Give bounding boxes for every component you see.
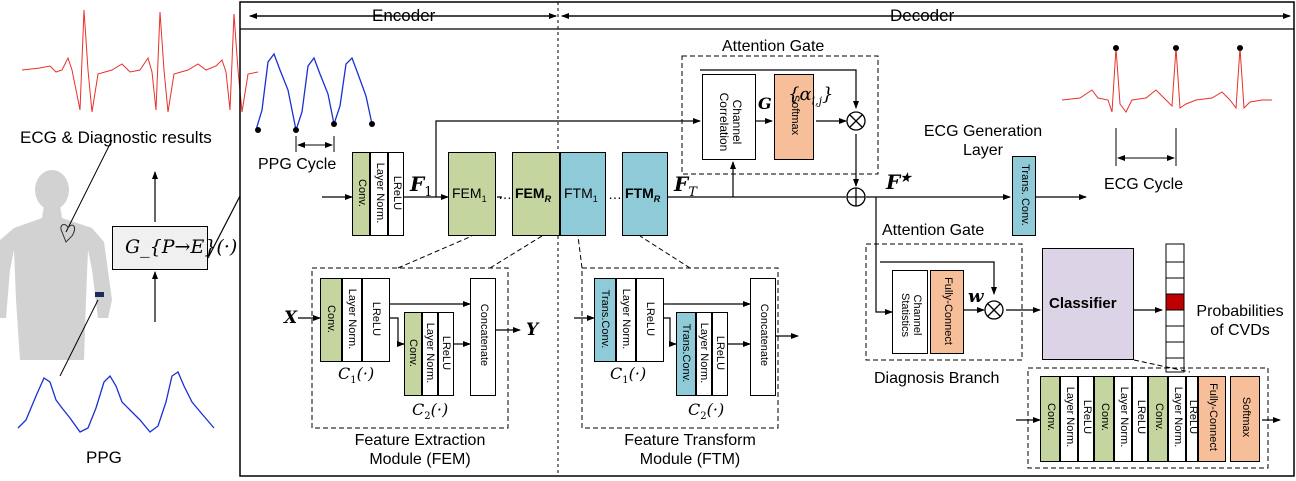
clf-layernorm-3: Layer Norm. bbox=[1168, 376, 1186, 462]
fem-c2-lrelu: LReLU bbox=[438, 312, 454, 396]
encoder-header: Encoder bbox=[372, 6, 436, 25]
g-transform-label: G_{P→E}(·) bbox=[125, 236, 238, 258]
fem-c1-layernorm: Layer Norm. bbox=[342, 278, 362, 362]
channel-statistics-block: Channel Statistics bbox=[892, 270, 928, 354]
fem-concatenate: Concatenate bbox=[470, 278, 496, 396]
ppg-waveform-encoder bbox=[255, 52, 373, 133]
attention-gate-bottom-label: Attention Gate bbox=[882, 222, 985, 239]
ecg-results-label: ECG & Diagnostic results bbox=[20, 128, 212, 147]
encoder-layernorm-label: Layer Norm. bbox=[374, 162, 386, 224]
encoder-layernorm-block: Layer Norm. bbox=[370, 152, 388, 236]
ppg-cycle-label: PPG Cycle bbox=[258, 156, 337, 173]
ftm-title-line2: Module (FTM) bbox=[639, 451, 741, 468]
clf-conv-2: Conv. bbox=[1094, 376, 1114, 462]
ecg-gen-layer-label: ECG Generation Layer bbox=[923, 123, 1043, 159]
clf-fully-connect: Fully-Connect bbox=[1198, 376, 1226, 462]
decoder-header: Decoder bbox=[890, 6, 955, 25]
fem-c2-layernorm: Layer Norm. bbox=[422, 312, 438, 396]
w-label: w bbox=[968, 286, 984, 307]
fem-c1-label: C1(·) bbox=[338, 364, 375, 387]
clf-lrelu-2: LReLU bbox=[1132, 376, 1148, 462]
ppg-waveform-left bbox=[17, 371, 215, 433]
g-transform-box: G_{P→E}(·) bbox=[112, 226, 237, 270]
channel-correlation-block: Channel Correlation bbox=[702, 74, 756, 160]
ftm-c2-transconv: Trans.Conv. bbox=[676, 312, 696, 396]
ftm-c1-label: C1(·) bbox=[610, 364, 647, 387]
ftm-concatenate: Concatenate bbox=[750, 278, 776, 396]
encoder-lrelu-label: LReLU bbox=[391, 175, 403, 211]
channel-statistics-label: Channel Statistics bbox=[899, 292, 923, 337]
fem-c1-lrelu: LReLU bbox=[362, 278, 390, 362]
fstar-label: F★ bbox=[886, 170, 911, 194]
encoder-conv-label: Conv. bbox=[356, 179, 368, 207]
f1-label: F1 bbox=[410, 172, 433, 200]
prob-highlight bbox=[1165, 293, 1185, 311]
fully-connect-label: Fully-Connect bbox=[942, 277, 954, 345]
fem-c2-label: C2(·) bbox=[412, 400, 449, 423]
ppg-label: PPG bbox=[86, 448, 122, 467]
g-label: G bbox=[758, 94, 772, 113]
ecg-waveform-decoder bbox=[1061, 47, 1272, 113]
ftm-dots: … bbox=[608, 186, 622, 202]
fem-dots: … bbox=[498, 186, 512, 202]
fem-c2-conv: Conv. bbox=[404, 312, 422, 396]
ftm-c2-label: C2(·) bbox=[688, 400, 725, 423]
alpha-label: {αi,j} bbox=[788, 84, 834, 108]
clf-conv-3: Conv. bbox=[1148, 376, 1168, 462]
fem-c1-conv: Conv. bbox=[320, 278, 342, 362]
femR-block: FEMR bbox=[512, 152, 560, 236]
encoder-lrelu-block: LReLU bbox=[388, 152, 404, 236]
channel-correlation-label: Channel Correlation bbox=[717, 92, 744, 152]
clf-softmax: Softmax bbox=[1230, 376, 1260, 462]
fem-y-label: Y bbox=[526, 320, 539, 340]
ftm-c1-lrelu: LReLU bbox=[636, 278, 664, 362]
fem-x-label: X bbox=[284, 308, 298, 328]
trans-conv-label: Trans. Conv. bbox=[1019, 164, 1031, 226]
clf-conv-1: Conv. bbox=[1040, 376, 1060, 462]
fem-title-line1: Feature Extraction bbox=[354, 432, 486, 449]
ftm-title-line1: Feature Transform bbox=[624, 432, 756, 449]
attention-gate-top-label: Attention Gate bbox=[722, 38, 825, 55]
diagnosis-branch-label: Diagnosis Branch bbox=[874, 370, 1000, 387]
encoder-conv-block: Conv. bbox=[352, 152, 370, 236]
human-silhouette bbox=[0, 170, 112, 360]
ftm1-block: FTM1 bbox=[560, 152, 606, 236]
ftmR-block: FTMR bbox=[622, 152, 668, 236]
fem-title-line2: Module (FEM) bbox=[369, 451, 471, 468]
ftmR-label: FTMR bbox=[625, 185, 661, 204]
ecg-cycle-label: ECG Cycle bbox=[1104, 176, 1184, 193]
fem1-block: FEM1 bbox=[448, 152, 496, 236]
classifier-block: Classifier bbox=[1042, 248, 1134, 360]
femR-label: FEMR bbox=[515, 185, 552, 204]
classifier-label: Classifier bbox=[1049, 295, 1117, 312]
ftm-c2-lrelu: LReLU bbox=[712, 312, 728, 396]
fem1-label: FEM1 bbox=[452, 185, 487, 204]
trans-conv-block: Trans. Conv. bbox=[1012, 156, 1036, 236]
clf-lrelu-1: LReLU bbox=[1078, 376, 1094, 462]
ftm-c2-layernorm: Layer Norm. bbox=[696, 312, 712, 396]
fully-connect-block: Fully-Connect bbox=[930, 270, 964, 354]
ftm-c1-transconv: Trans.Conv. bbox=[594, 278, 616, 362]
softmax-block: Softmax bbox=[774, 74, 814, 160]
ft-label: FT bbox=[674, 172, 697, 200]
clf-layernorm-2: Layer Norm. bbox=[1114, 376, 1132, 462]
probabilities-label: Probabilities of CVDs bbox=[1196, 303, 1284, 339]
clf-lrelu-3: LReLU bbox=[1186, 376, 1199, 462]
ecg-waveform-left bbox=[21, 9, 259, 113]
ftm1-label: FTM1 bbox=[564, 185, 598, 204]
wrist-band bbox=[95, 292, 104, 297]
ftm-c1-layernorm: Layer Norm. bbox=[616, 278, 636, 362]
clf-layernorm-1: Layer Norm. bbox=[1060, 376, 1078, 462]
